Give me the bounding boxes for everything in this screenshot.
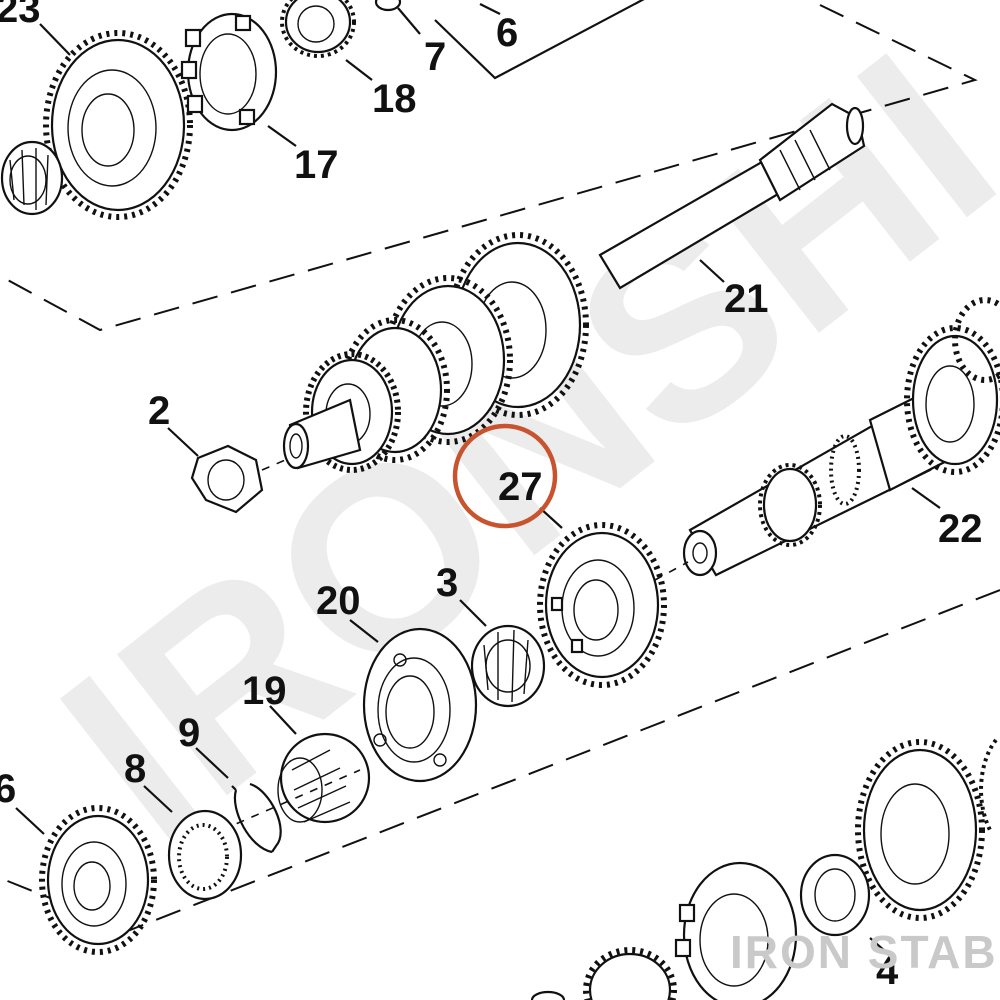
callout-27: 27	[498, 465, 543, 509]
part-17-dog-ring	[180, 12, 278, 132]
callout-23: 23	[0, 0, 41, 31]
part-21-mainshaft	[282, 102, 866, 473]
callout-20: 20	[316, 579, 361, 623]
callout-6-bottom: 6	[0, 767, 16, 811]
lower-right-assembly	[530, 738, 998, 1000]
callout-2: 2	[148, 389, 170, 433]
callout-17: 17	[294, 143, 339, 187]
part-27-gear	[537, 522, 689, 688]
part-8-washer	[167, 809, 243, 901]
callout-19: 19	[242, 669, 287, 713]
callout-22: 22	[938, 507, 983, 551]
part-2-nut	[190, 444, 291, 514]
part-9-snap-ring	[231, 782, 282, 854]
top-bracket-line	[434, 0, 645, 80]
highlight-callout-27: 27	[452, 423, 558, 529]
callout-4: 4	[876, 949, 899, 993]
part-6-gear-bottom	[39, 805, 157, 955]
callout-18: 18	[372, 77, 417, 121]
callout-labels: 23 6 7 18 17 21 2 22 3 20 19 9 8 6 4	[0, 0, 983, 993]
upper-group-boundary	[0, 4, 978, 332]
callout-8: 8	[124, 747, 146, 791]
callout-7: 7	[424, 35, 446, 79]
part-23-gear	[43, 30, 193, 220]
part-20-shift-ring	[362, 627, 478, 783]
callout-6-top: 6	[496, 11, 518, 55]
highlight-circle	[452, 423, 558, 529]
callout-3: 3	[436, 561, 458, 605]
part-7-ring	[374, 0, 402, 12]
part-18-bearing	[280, 0, 356, 58]
callout-21: 21	[724, 277, 769, 321]
part-3-needle-bearing	[470, 624, 546, 708]
needle-bearing-left	[0, 140, 64, 216]
part-22-countershaft	[682, 297, 1000, 577]
leader-lines	[15, 3, 941, 953]
callout-9: 9	[178, 711, 200, 755]
part-19-bushing	[277, 732, 371, 824]
brand-watermark: IRON STABLE	[730, 926, 1000, 978]
